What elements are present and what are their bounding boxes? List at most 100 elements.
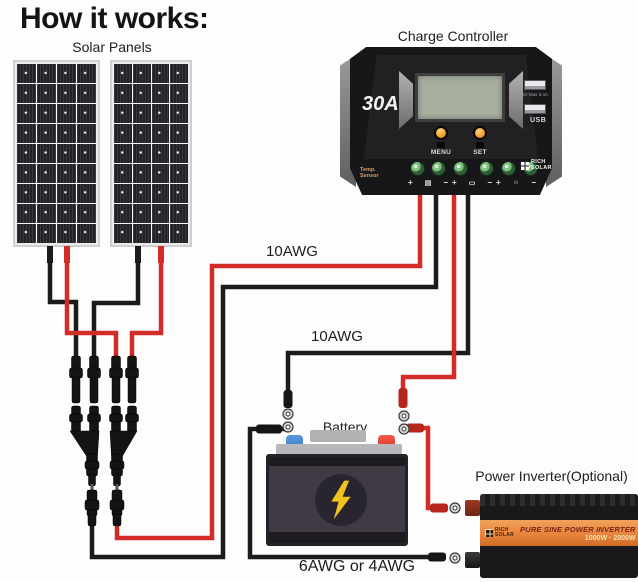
terminal-pv-positive[interactable] [409,161,425,176]
usb-port[interactable] [524,80,546,90]
power-inverter-label: Power Inverter(Optional) [475,468,628,484]
menu-button-label: MENU [430,149,452,156]
solar-cell [37,204,56,223]
solar-cell [114,64,132,83]
inverter-positive-post [465,500,480,516]
inverter-product-name: PURE SINE POWER INVERTER [520,524,636,534]
mc4-connector [87,355,101,404]
solar-cell [57,104,76,123]
terminal-battery-positive[interactable] [452,161,468,176]
menu-button-base [437,142,445,148]
solar-cell [132,104,151,123]
solar-cell [132,164,151,183]
solar-cell [57,124,76,143]
solar-cell [114,124,132,143]
solar-cell [57,204,76,223]
solar-cell [77,184,96,203]
solar-cell [17,124,36,143]
inverter-brand-logo: RICH SOLAR [485,528,514,538]
inverter-wire-gauge-label: 6AWG or 4AWG [298,558,416,575]
pv-right-positive-wire [129,260,164,362]
inverter-front-band: RICH SOLAR PURE SINE POWER INVERTER 1000… [480,520,638,546]
battery-negative-run-10awg [285,194,471,408]
solar-cell [77,204,96,223]
pv-left-positive-wire [64,260,119,362]
solar-cell [37,224,56,243]
solar-cell [37,84,56,103]
inverter-negative-sleeve [256,424,282,434]
y-branch-connector-negative [69,405,101,487]
solar-cell [170,144,188,163]
solar-cell [132,144,151,163]
solar-cell [114,104,132,123]
usb-port[interactable] [524,104,546,114]
battery-positive-run-10awg [400,194,457,406]
solar-cell [170,164,188,183]
pv-negative-stub [47,246,141,263]
solar-cell [77,84,96,103]
solar-cell [170,104,188,123]
terminal-load-positive[interactable] [500,161,516,176]
solar-cell [151,84,170,103]
solar-cell [57,144,76,163]
solar-cell [17,144,36,163]
lightning-bolt-icon [331,480,351,520]
solar-cell [114,224,132,243]
solar-cell [37,164,56,183]
solar-panel-icon: ▤ [424,179,432,187]
solar-cell [151,64,170,83]
pv-wire-gauge-label: 10AWG [266,243,318,260]
solar-cell [170,124,188,143]
load-terminal-markings: + ☼ − [496,178,536,187]
solar-cell [132,224,151,243]
solar-cell [170,64,188,83]
pv-positive-stub [64,246,164,263]
solar-cell [37,104,56,123]
ring-terminals [282,408,461,564]
menu-button[interactable] [434,126,448,140]
solar-cell [17,164,36,183]
solar-cell [37,64,56,83]
display-bezel-left [399,71,413,129]
solar-cell [77,224,96,243]
display-bezel-right [509,71,523,129]
rich-solar-logo-icon [520,161,529,170]
solar-cell [170,224,188,243]
usb-label: USB [530,117,547,124]
solar-cell [170,184,188,203]
terminal-pv-negative[interactable] [430,161,446,176]
solar-cell [17,64,36,83]
pv-positive-run-10awg [114,194,423,541]
pv-left-negative-wire [47,260,79,362]
lcd-display [415,73,505,122]
solar-cell [151,104,170,123]
pv-terminal-markings: + ▤ − [408,178,448,187]
battery-icon: ▭ [468,179,476,187]
solar-panel-cells [17,64,96,243]
amp-rating: 30A [362,93,399,115]
solar-cell [151,124,170,143]
terminal-battery-negative[interactable] [478,161,494,176]
solar-cell [151,164,170,183]
solar-cell [151,144,170,163]
solar-cell [114,184,132,203]
battery-negative-sleeve [283,390,293,408]
set-button-label: SET [473,149,487,156]
mc4-connector [125,355,139,404]
solar-cell [114,144,132,163]
battery-body [266,454,408,546]
inverter-negative-post [465,552,480,568]
set-button[interactable] [473,126,487,140]
power-inverter: RICH SOLAR PURE SINE POWER INVERTER 1000… [460,494,638,582]
solar-cell [57,224,76,243]
mc4-connector [109,355,123,404]
mc4-output-connector-negative [84,484,100,527]
inverter-positive-end-sleeve [430,503,448,513]
solar-cell [132,184,151,203]
solar-panel-cells [114,64,188,243]
battery-terminal-markings: + ▭ − [452,178,492,187]
solar-cell [17,224,36,243]
solar-cell [114,164,132,183]
